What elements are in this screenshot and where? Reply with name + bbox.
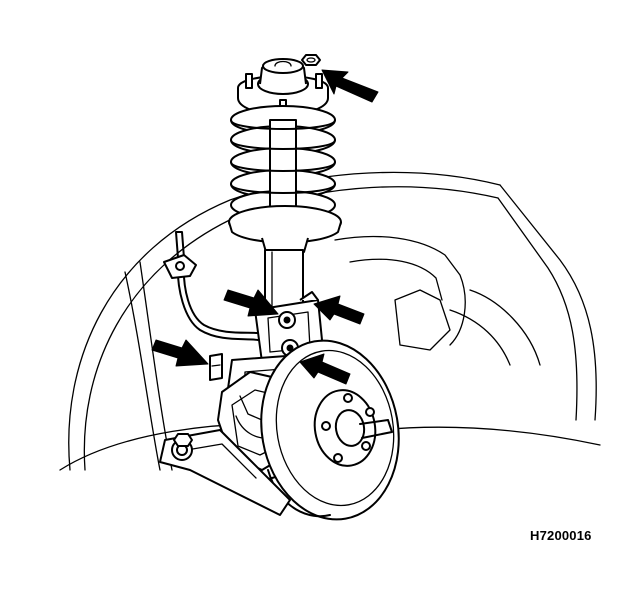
- brake-hose: [175, 231, 259, 341]
- callout-arrow: [151, 339, 209, 367]
- wheel-housing: [59, 171, 601, 471]
- strut-tube: [264, 249, 304, 313]
- strut-upper-mount: [237, 58, 329, 116]
- callout-arrow: [313, 295, 365, 325]
- brake-hose-clip: [209, 353, 223, 381]
- upper-mount-nut: [301, 54, 321, 66]
- figure-code: H7200016: [530, 528, 592, 543]
- callout-arrow: [321, 69, 379, 103]
- coil-spring: [230, 105, 336, 220]
- wheel-hub: [313, 389, 393, 467]
- lower-spring-seat: [228, 205, 342, 253]
- brake-hose-bracket: [163, 254, 197, 279]
- steering-knuckle-lower-nut: [173, 433, 193, 447]
- callout-arrow: [223, 289, 279, 317]
- callout-arrow: [299, 353, 351, 385]
